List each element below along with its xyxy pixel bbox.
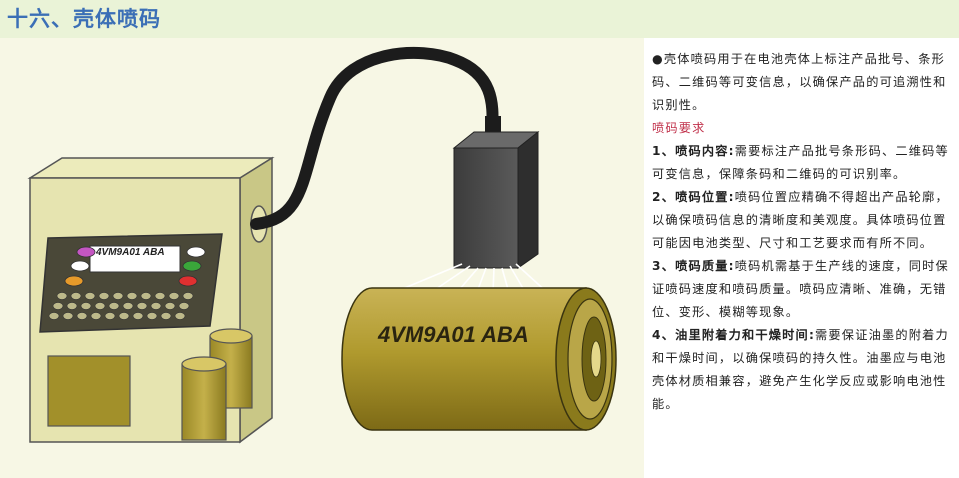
battery-print-text: 4VM9A01 ABA <box>378 322 529 347</box>
page-title: 十六、壳体喷码 <box>7 7 161 31</box>
inkjet-illustration: 4VM9A01 ABA 4VM9A01 ABA <box>0 38 644 478</box>
requirement-item: 2、喷码位置:喷码位置应精确不得超出产品轮廓，以确保喷码信息的清晰度和美观度。具… <box>652 186 956 255</box>
printer-box <box>27 156 275 444</box>
requirement-item: 1、喷码内容:需要标注产品批号条形码、二维码等可变信息，保障条码和二维码的可识别… <box>652 140 956 186</box>
title-bar: 十六、壳体喷码 <box>0 0 959 38</box>
requirement-body: 喷码位置应精确不得超出产品轮廓，以确保喷码信息的清晰度和美观度。具体喷码位置可能… <box>652 190 949 250</box>
requirement-label: 3、喷码质量: <box>652 259 735 273</box>
printer-screen-text: 4VM9A01 ABA <box>96 247 165 258</box>
requirement-body: 喷码机需基于生产线的速度，同时保证喷码速度和喷码质量。喷码应清晰、准确，无错位、… <box>652 259 949 319</box>
requirement-label: 4、油里附着力和干燥时间: <box>652 328 816 342</box>
keypad <box>48 292 194 320</box>
requirement-body: 需要保证油墨的附着力和干燥时间，以确保喷码的持久性。油墨应与电池壳体材质相兼容，… <box>652 328 949 411</box>
requirement-item: 4、油里附着力和干燥时间:需要保证油墨的附着力和干燥时间，以确保喷码的持久性。油… <box>652 324 956 416</box>
requirement-body: 需要标注产品批号条形码、二维码等可变信息，保障条码和二维码的可识别率。 <box>652 144 949 181</box>
description-panel: ●壳体喷码用于在电池壳体上标注产品批号、条形码、二维码等可变信息，以确保产品的可… <box>652 48 956 416</box>
ink-cable <box>250 46 499 230</box>
requirement-item: 3、喷码质量:喷码机需基于生产线的速度，同时保证喷码速度和喷码质量。喷码应清晰、… <box>652 255 956 324</box>
requirement-label: 2、喷码位置: <box>652 190 735 204</box>
requirement-label: 1、喷码内容: <box>652 144 735 158</box>
battery-cell <box>341 287 617 431</box>
print-head <box>452 130 540 269</box>
inkjet-diagram <box>27 46 617 444</box>
requirements-heading: 喷码要求 <box>652 121 706 135</box>
intro-paragraph: ●壳体喷码用于在电池壳体上标注产品批号、条形码、二维码等可变信息，以确保产品的可… <box>652 52 947 112</box>
